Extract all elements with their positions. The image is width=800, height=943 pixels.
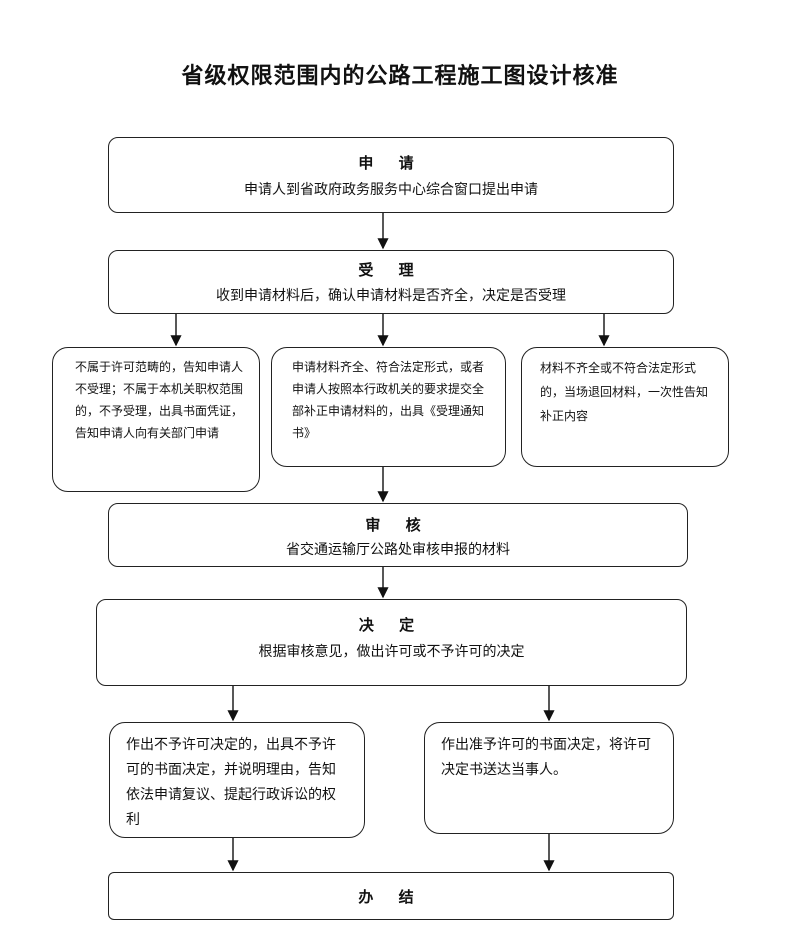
- review-box: 审 核 省交通运输厅公路处审核申报的材料: [108, 503, 688, 567]
- deny-decision-note: 作出不予许可决定的，出具不予许可的书面决定，并说明理由，告知依法申请复议、提起行…: [109, 722, 365, 838]
- page-title: 省级权限范围内的公路工程施工图设计核准: [181, 64, 619, 89]
- accept-box: 受 理 收到申请材料后，确认申请材料是否齐全，决定是否受理: [108, 250, 674, 314]
- decide-description: 根据审核意见，做出许可或不予许可的决定: [258, 644, 525, 660]
- accept-description: 收到申请材料后，确认申请材料是否齐全，决定是否受理: [216, 288, 566, 304]
- decide-box: 决 定 根据审核意见，做出许可或不予许可的决定: [96, 599, 687, 686]
- finish-heading: 办 结: [358, 888, 424, 906]
- apply-description: 申请人到省政府政务服务中心综合窗口提出申请: [244, 182, 538, 198]
- review-heading: 审 核: [365, 516, 431, 534]
- not-accepted-note: 不属于许可范畴的，告知申请人不受理；不属于本机关职权范围的，不予受理，出具书面凭…: [52, 347, 260, 492]
- grant-decision-note: 作出准予许可的书面决定，将许可决定书送达当事人。: [424, 722, 674, 834]
- apply-heading: 申 请: [358, 154, 424, 172]
- decide-heading: 决 定: [358, 616, 425, 634]
- review-description: 省交通运输厅公路处审核申报的材料: [286, 542, 510, 558]
- accepted-note: 申请材料齐全、符合法定形式，或者申请人按照本行政机关的要求提交全部补正申请材料的…: [271, 347, 506, 467]
- return-materials-note: 材料不齐全或不符合法定形式的，当场退回材料，一次性告知补正内容: [521, 347, 729, 467]
- accept-heading: 受 理: [358, 261, 424, 279]
- finish-box: 办 结: [108, 872, 674, 920]
- apply-box: 申 请 申请人到省政府政务服务中心综合窗口提出申请: [108, 137, 674, 213]
